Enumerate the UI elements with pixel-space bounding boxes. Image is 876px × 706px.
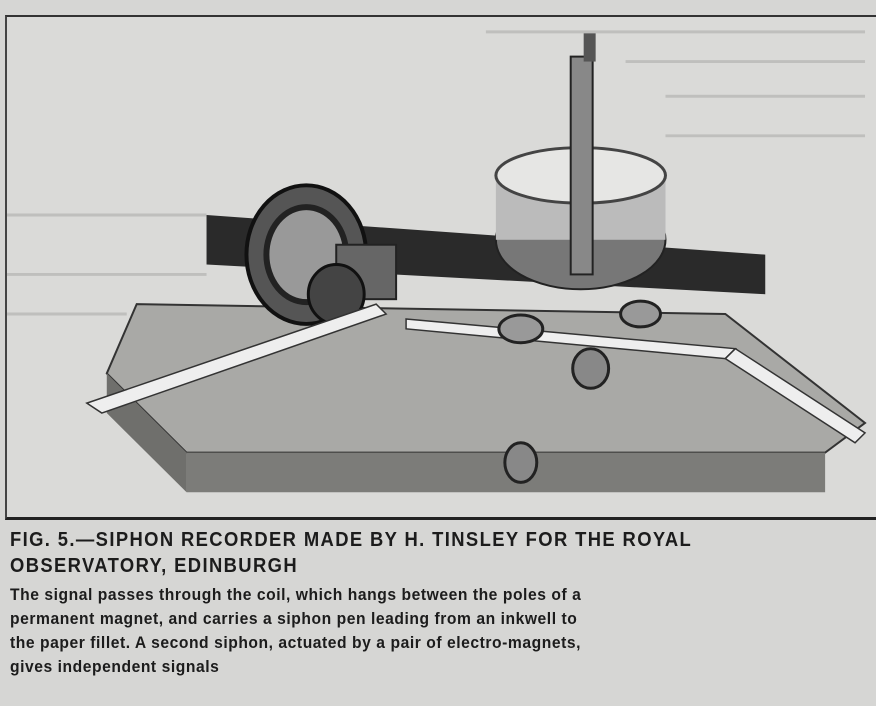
caption-title-line-1: FIG. 5.—SIPHON RECORDER MADE BY H. TINSL… bbox=[10, 529, 693, 551]
caption-body-line: gives independent signals bbox=[10, 657, 220, 676]
caption-body-line: The signal passes through the coil, whic… bbox=[10, 585, 582, 604]
figure-caption-title: FIG. 5.—SIPHON RECORDER MADE BY H. TINSL… bbox=[10, 527, 875, 579]
caption-title-line-2: OBSERVATORY, EDINBURGH bbox=[10, 555, 299, 577]
caption-body-line: the paper fillet. A second siphon, actua… bbox=[10, 633, 582, 652]
caption-body-line: permanent magnet, and carries a siphon p… bbox=[10, 609, 578, 628]
figure-caption: FIG. 5.—SIPHON RECORDER MADE BY H. TINSL… bbox=[10, 527, 875, 679]
siphon-recorder-photo bbox=[5, 15, 876, 520]
figure-caption-body: The signal passes through the coil, whic… bbox=[10, 583, 875, 679]
